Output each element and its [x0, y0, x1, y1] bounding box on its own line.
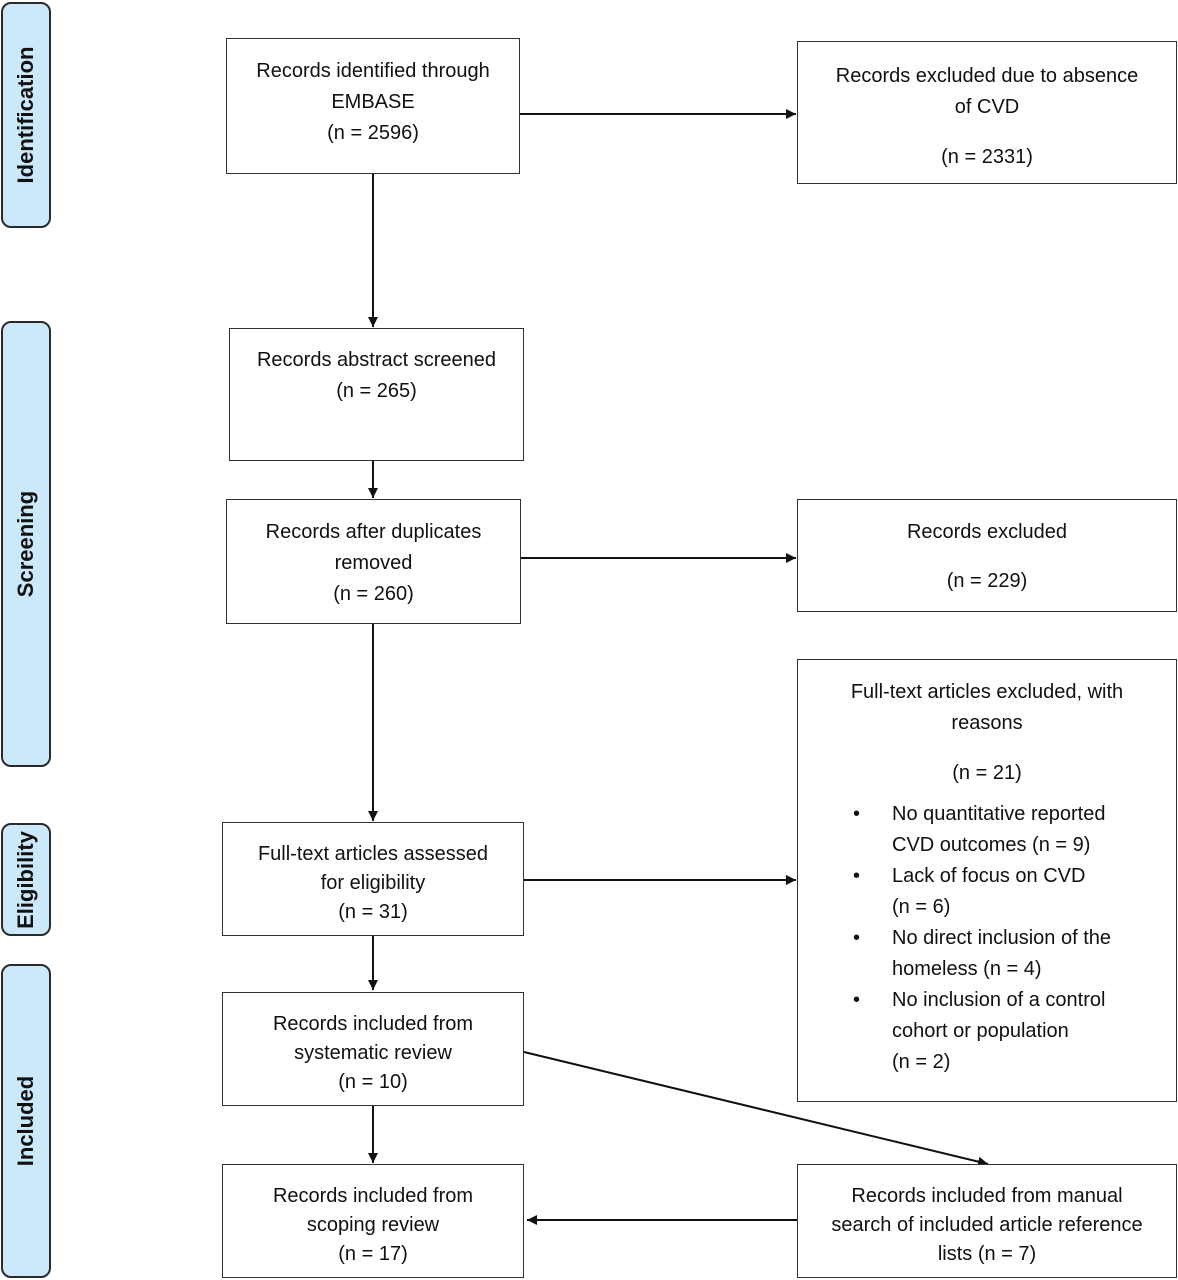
stage-eligibility: Eligibility: [1, 823, 51, 936]
box-count: (n = 265): [336, 380, 417, 402]
box-abstract-screened: Records abstract screened (n = 265): [229, 328, 524, 461]
box-text: Full-text articles excluded, with: [850, 681, 1124, 703]
box-count: (n = 17): [338, 1243, 408, 1265]
reason-text: CVD outcomes (n = 9): [892, 834, 1091, 856]
box-text: of CVD: [954, 96, 1020, 118]
box-count: (n = 2331): [941, 146, 1033, 168]
box-fulltext-excluded: Full-text articles excluded, with reason…: [797, 659, 1177, 1102]
bullet-icon: •: [853, 989, 861, 1011]
box-text: Records included from manual: [851, 1185, 1123, 1207]
reason-text: No quantitative reported: [892, 803, 1106, 825]
box-text: systematic review: [294, 1042, 452, 1064]
box-text: EMBASE: [331, 91, 415, 113]
box-text: removed: [334, 552, 413, 574]
box-text: scoping review: [306, 1214, 440, 1236]
box-count: (n = 229): [946, 570, 1028, 592]
box-count: (n = 31): [338, 901, 408, 923]
list-item: • No direct inclusion of the homeless (n…: [798, 923, 1176, 985]
bullet-icon: •: [853, 927, 861, 949]
reason-text: (n = 2): [892, 1051, 951, 1073]
stage-screening: Screening: [1, 321, 51, 767]
box-text: search of included article reference: [831, 1214, 1143, 1236]
bullet-icon: •: [853, 803, 861, 825]
box-count: (n = 260): [333, 583, 414, 605]
reason-text: cohort or population: [892, 1020, 1069, 1042]
reason-text: homeless (n = 4): [892, 958, 1042, 980]
box-scoping-review: Records included from scoping review (n …: [222, 1164, 524, 1278]
list-item: • No inclusion of a control cohort or po…: [798, 985, 1176, 1078]
box-text: Records excluded due to absence: [835, 65, 1139, 87]
arrow-systematic-to-manual: [523, 1051, 989, 1167]
bullet-icon: •: [853, 865, 861, 887]
box-count: (n = 2596): [327, 122, 419, 144]
list-item: • Lack of focus on CVD (n = 6): [798, 861, 1176, 923]
box-manual-search: Records included from manual search of i…: [797, 1164, 1177, 1278]
reason-text: (n = 6): [892, 896, 951, 918]
box-count: lists (n = 7): [937, 1243, 1037, 1265]
box-records-identified: Records identified through EMBASE (n = 2…: [226, 38, 520, 174]
reason-text: Lack of focus on CVD: [892, 865, 1086, 887]
list-item: • No quantitative reported CVD outcomes …: [798, 799, 1176, 861]
box-text: Records after duplicates: [265, 521, 482, 543]
box-records-excluded: Records excluded (n = 229): [797, 499, 1177, 612]
box-systematic-review: Records included from systematic review …: [222, 992, 524, 1106]
reason-text: No inclusion of a control: [892, 989, 1106, 1011]
box-text: for eligibility: [320, 872, 426, 894]
box-text: Records identified through: [256, 60, 490, 82]
box-excluded-absence-cvd: Records excluded due to absence of CVD (…: [797, 41, 1177, 184]
box-count: (n = 10): [338, 1071, 408, 1093]
reason-text: No direct inclusion of the: [892, 927, 1112, 949]
box-duplicates-removed: Records after duplicates removed (n = 26…: [226, 499, 521, 624]
stage-included: Included: [1, 964, 51, 1278]
stage-identification: Identification: [1, 2, 51, 228]
box-text: Full-text articles assessed: [257, 843, 489, 865]
box-text: Records included from: [272, 1013, 474, 1035]
box-count: (n = 21): [952, 762, 1022, 784]
box-text: Records abstract screened: [256, 349, 496, 371]
box-text: Records included from: [272, 1185, 474, 1207]
box-text: Records excluded: [906, 521, 1068, 543]
exclusion-reasons-list: • No quantitative reported CVD outcomes …: [798, 799, 1176, 1078]
box-text: reasons: [951, 712, 1023, 734]
box-fulltext-assessed: Full-text articles assessed for eligibil…: [222, 822, 524, 936]
